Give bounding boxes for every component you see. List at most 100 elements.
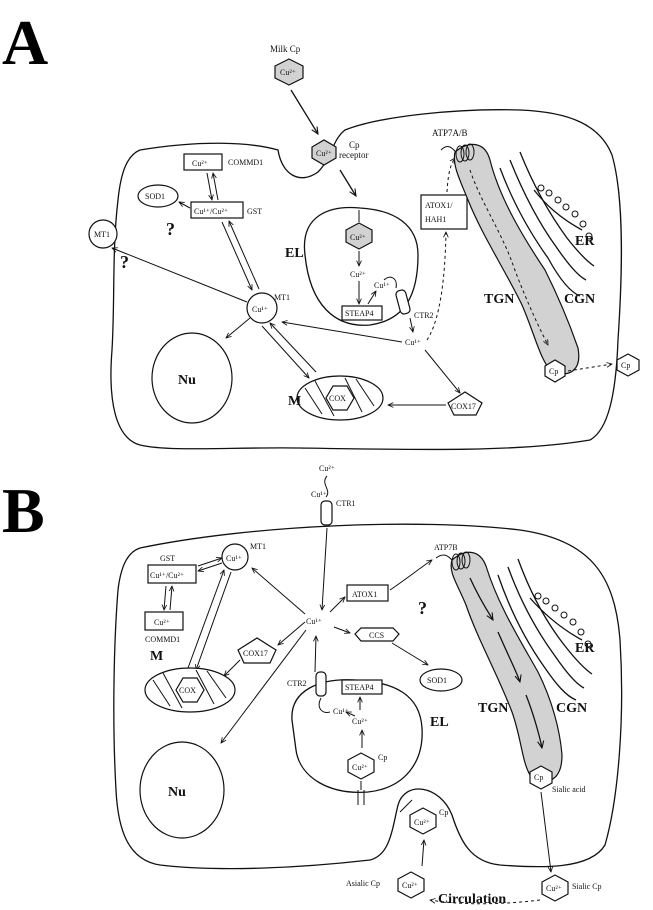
mt1-label-b: MT1 bbox=[250, 542, 266, 551]
golgi-cisterna-1-a bbox=[499, 167, 581, 297]
dashed-arrow-to-atox1-a bbox=[426, 232, 446, 341]
arrow-tgn-1-b bbox=[469, 577, 493, 620]
arrow-mt1-mito-a bbox=[261, 325, 309, 378]
endocytosed-cp-b bbox=[409, 807, 437, 835]
atox1-label-a2: HAH1 bbox=[425, 215, 446, 224]
cgn-label-b: CGN bbox=[556, 701, 587, 716]
arrow-cp-secretion-b bbox=[540, 791, 551, 872]
arrow-mito-mt1-a bbox=[270, 323, 317, 373]
el-cu2-a: Cu²⁺ bbox=[350, 270, 366, 279]
cp-in-golgi-label-a: Cp bbox=[549, 367, 558, 376]
arrow-cu1-to-mt1-a bbox=[282, 322, 403, 343]
arrow-to-el-a bbox=[339, 169, 356, 196]
cp-receptor-label-2: receptor bbox=[339, 150, 368, 160]
golgi-cisterna-1-b bbox=[497, 574, 577, 701]
gst-cu-pair-a: Cu¹⁺/Cu²⁺ bbox=[194, 207, 228, 216]
arrow-mt1-nucleus-a bbox=[226, 317, 251, 338]
steap4-box-b bbox=[341, 679, 383, 695]
gst-label-a: GST bbox=[247, 207, 262, 216]
cox-hexagon-b bbox=[175, 677, 205, 703]
cgn-label-a: CGN bbox=[564, 292, 595, 307]
cp-in-golgi-b bbox=[529, 765, 553, 790]
arrow-cox17-cox-b bbox=[224, 659, 241, 676]
panel-label-b: B bbox=[2, 475, 45, 546]
ctr1-channel-b bbox=[320, 500, 333, 526]
sialic-acid-label: Sialic acid bbox=[552, 785, 586, 794]
sod1-label-b: SOD1 bbox=[427, 676, 447, 685]
atp7b-transporter bbox=[435, 551, 471, 571]
milk-cp-hexagon bbox=[274, 58, 304, 86]
ctr2-channel-a bbox=[395, 289, 411, 315]
cox17-pentagon-a bbox=[447, 391, 483, 416]
cell-membrane-b bbox=[113, 523, 623, 870]
ccs-box-b bbox=[354, 627, 400, 642]
endocytosed-cp-cu2-b: Cu²⁺ bbox=[414, 818, 430, 827]
endocytosed-cp-cu2: Cu²⁺ bbox=[316, 149, 332, 158]
golgi-cisterna-3-a bbox=[519, 151, 595, 267]
el-label-a: EL bbox=[285, 246, 304, 261]
er-ribosomes-b bbox=[534, 592, 592, 648]
cp-secreted-label-a: Cp bbox=[621, 361, 630, 370]
cu1-central-b: Cu¹⁺ bbox=[306, 617, 322, 626]
arrow-mito-mt1-b bbox=[187, 570, 224, 669]
asialic-cp-label-b: Asialic Cp bbox=[346, 879, 380, 888]
er-label-b: ER bbox=[575, 641, 595, 656]
arrow-gst-mt1-b bbox=[197, 558, 222, 567]
ctr1-tail-b bbox=[324, 475, 329, 498]
arrow-ctr2-cu1-a bbox=[410, 317, 413, 332]
cox17-label-b: COX17 bbox=[243, 649, 268, 658]
commd1-label-b: COMMD1 bbox=[145, 635, 180, 644]
steap4-box-a bbox=[341, 305, 383, 321]
endocytosed-cp-label-b: Cp bbox=[439, 808, 448, 817]
arrow-gst-commd1-b bbox=[164, 585, 166, 610]
cp-in-golgi-label-b: Cp bbox=[534, 773, 543, 782]
nucleus-label-b: Nu bbox=[168, 785, 186, 800]
asialic-receptor-b bbox=[399, 799, 413, 813]
atox1-label-b: ATOX1 bbox=[352, 590, 377, 599]
el-cp-label-b: Cp bbox=[378, 753, 387, 762]
sod1-ellipse-a bbox=[137, 184, 179, 208]
sialic-cp-cu2-b: Cu²⁺ bbox=[546, 884, 562, 893]
arrow-gst-commd1-a bbox=[213, 173, 219, 201]
arrow-cu1-ccs-b bbox=[333, 626, 350, 633]
arrow-gst-mt1-a bbox=[221, 221, 253, 290]
circulation-arrow bbox=[430, 900, 541, 905]
commd1-label-a: COMMD1 bbox=[228, 158, 263, 167]
ctr2-channel-b bbox=[315, 671, 327, 697]
sod1-ellipse-b bbox=[419, 668, 463, 692]
arrow-asialic-cp-in-b bbox=[422, 840, 424, 867]
el-cu2-b: Cu²⁺ bbox=[352, 717, 368, 726]
er-label-a: ER bbox=[575, 234, 595, 249]
ctr2-tail-b bbox=[318, 697, 331, 713]
ctr1-cu1-b: Cu¹⁺ bbox=[311, 490, 327, 499]
mt1-circle-b bbox=[221, 543, 249, 571]
sialic-cp-label-b: Sialic Cp bbox=[572, 882, 602, 891]
arrow-commd1-gst-a bbox=[206, 172, 212, 200]
nucleus-a bbox=[151, 332, 233, 424]
mt1-cu1-a: Cu¹⁺ bbox=[252, 305, 268, 314]
steap4-label-b: STEAP4 bbox=[345, 683, 373, 692]
arrow-tgn-3-b bbox=[525, 694, 542, 748]
tgn-label-b: TGN bbox=[478, 701, 508, 716]
endocytosed-cp-hexagon bbox=[311, 139, 337, 166]
cp-receptor-label-1: Cp bbox=[349, 140, 360, 150]
el-label-b: EL bbox=[430, 715, 449, 730]
cox17-pentagon-b bbox=[237, 637, 277, 664]
cox-label-b: COX bbox=[179, 686, 196, 695]
mt1-outside-label-a: MT1 bbox=[94, 230, 110, 239]
arrow-milk-cp-in bbox=[290, 89, 318, 134]
tgn-a bbox=[453, 143, 580, 375]
ctr1-cu2-b: Cu²⁺ bbox=[319, 464, 335, 473]
atox1-box-a bbox=[420, 194, 468, 230]
er-membrane-a bbox=[533, 189, 583, 231]
arrow-cu1-nucleus-b bbox=[221, 629, 307, 743]
ctr2-label-b: CTR2 bbox=[287, 679, 307, 688]
cox-label-a: COX bbox=[329, 394, 346, 403]
cox17-label-a: COX17 bbox=[451, 402, 476, 411]
arrow-ctr1-cu1-b bbox=[322, 527, 328, 610]
arrow-mt1-mito-b bbox=[196, 571, 232, 670]
er-membrane-b bbox=[529, 597, 583, 641]
milk-cp-cu2: Cu²⁺ bbox=[280, 68, 296, 77]
arrow-mt1-gst-a bbox=[228, 221, 260, 290]
circulation-label: Circulation bbox=[438, 892, 506, 907]
